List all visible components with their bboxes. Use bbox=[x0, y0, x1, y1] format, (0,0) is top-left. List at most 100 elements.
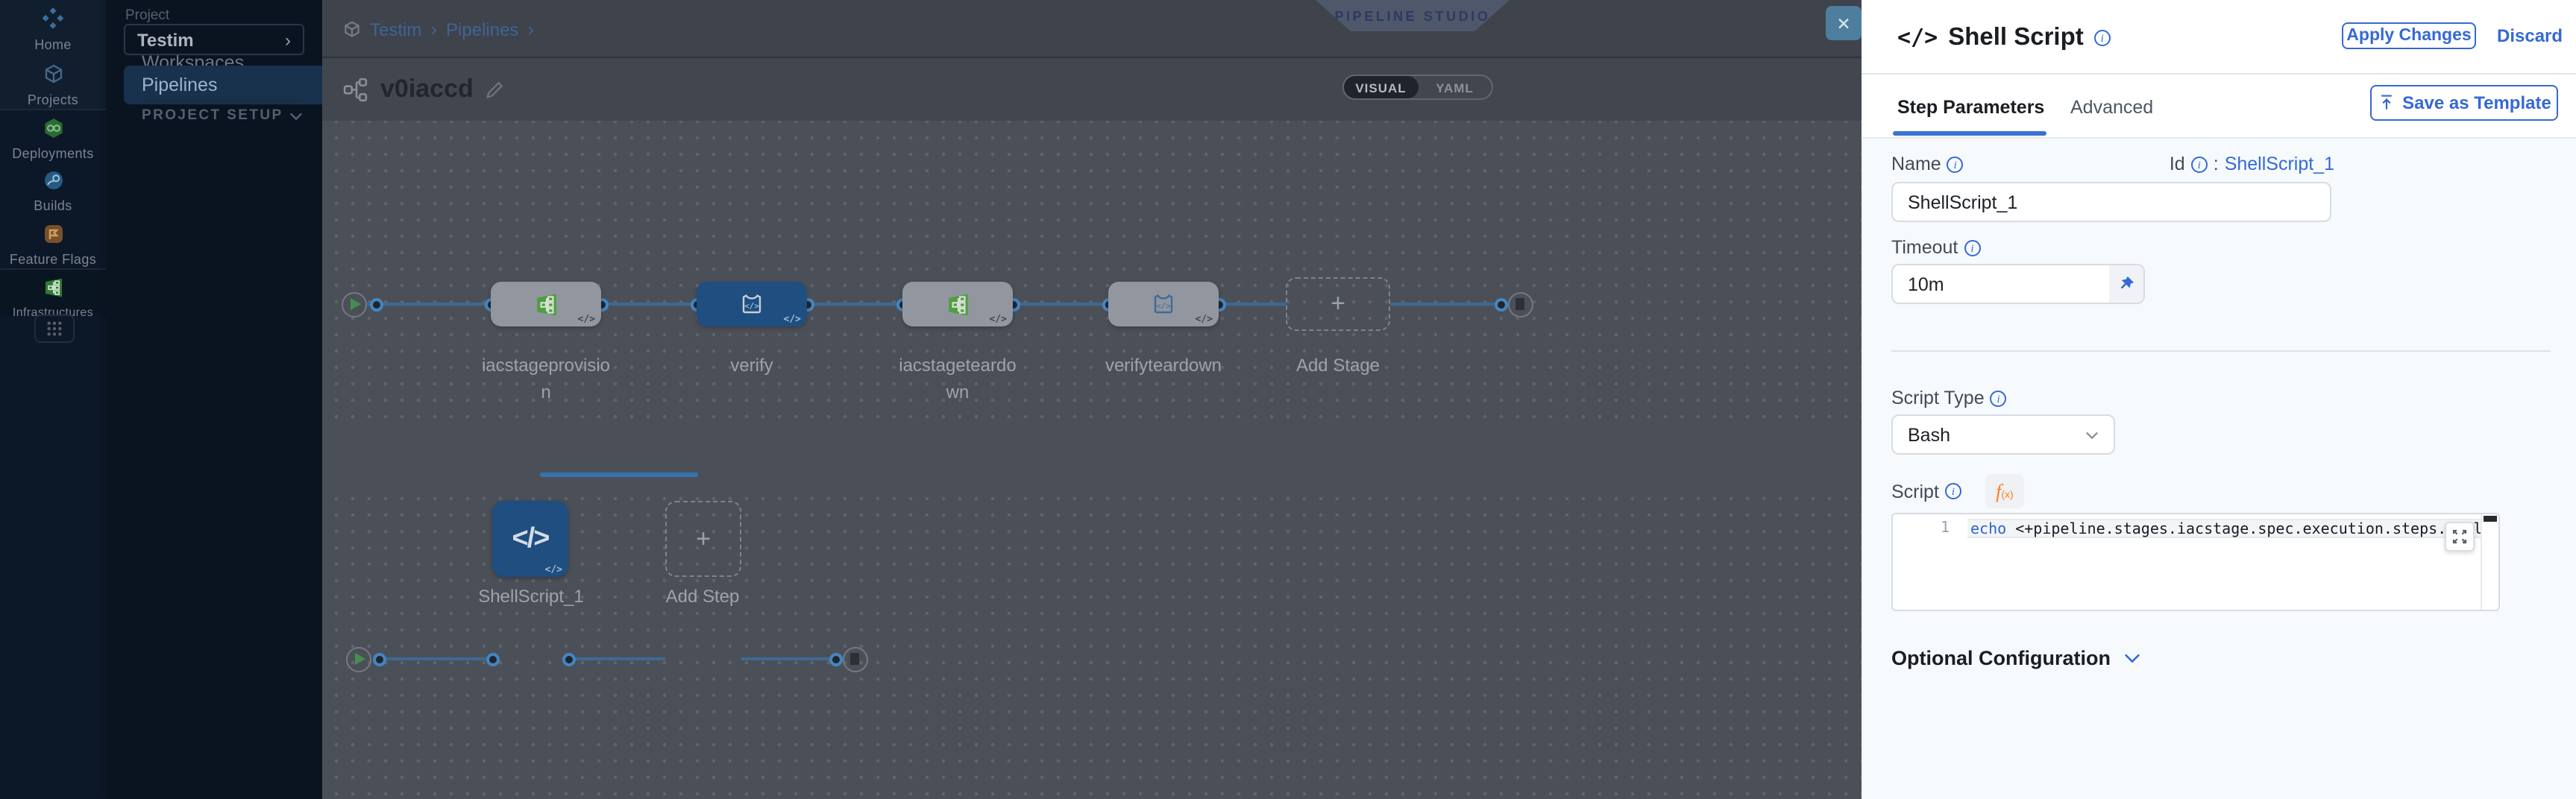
project-selector[interactable]: Testim › bbox=[124, 24, 304, 55]
stage-label: iacstageteardo wn bbox=[899, 355, 1017, 402]
shell-script-icon: </> bbox=[1897, 24, 1938, 51]
script-type-select[interactable]: Bash bbox=[1891, 414, 2115, 455]
close-panel-button[interactable]: ✕ bbox=[1826, 6, 1862, 40]
code-badge: </> bbox=[577, 313, 596, 325]
toggle-visual[interactable]: VISUAL bbox=[1344, 76, 1418, 98]
code-badge: </> bbox=[989, 313, 1008, 325]
link-point bbox=[1494, 297, 1507, 311]
toggle-yaml[interactable]: YAML bbox=[1436, 80, 1474, 95]
sidebar-item-feature-flags[interactable]: Feature Flags bbox=[0, 224, 106, 267]
label-text: Script Type bbox=[1891, 388, 1985, 408]
connector-line bbox=[1219, 302, 1286, 306]
code-badge: </> bbox=[544, 563, 563, 575]
chevron-down-icon bbox=[289, 112, 303, 120]
id-value-link[interactable]: ShellScript_1 bbox=[2224, 154, 2334, 174]
visual-yaml-toggle[interactable]: VISUAL YAML bbox=[1342, 75, 1493, 100]
plus-icon: + bbox=[696, 524, 711, 552]
id-separator: : bbox=[2213, 154, 2219, 174]
stage-tab-strip: ✓ Overview › ✓ Execution › Advanced bbox=[322, 420, 1862, 492]
apply-changes-button[interactable]: Apply Changes bbox=[2342, 22, 2476, 49]
info-icon[interactable]: i bbox=[1947, 156, 1964, 172]
stage-node-iacstageteardown[interactable]: </> bbox=[902, 282, 1013, 326]
play-icon bbox=[350, 298, 360, 310]
sidebar-item-label: Pipelines bbox=[142, 75, 218, 95]
breadcrumb-project-link[interactable]: Testim bbox=[370, 19, 422, 40]
info-icon[interactable]: i bbox=[2190, 156, 2208, 172]
sidebar-item-deployments[interactable]: Deployments bbox=[0, 118, 106, 161]
script-field-label-row: Script i f (x) bbox=[1891, 474, 2024, 508]
tab-step-parameters[interactable]: Step Parameters bbox=[1897, 97, 2045, 118]
breadcrumb: Testim › Pipelines › bbox=[343, 0, 534, 58]
add-step-button[interactable]: + bbox=[665, 501, 741, 577]
timeout-pin-button[interactable] bbox=[2109, 264, 2145, 304]
id-label: Id bbox=[2169, 154, 2185, 174]
save-as-template-label: Save as Template bbox=[2402, 92, 2551, 113]
info-icon[interactable]: i bbox=[2093, 29, 2111, 45]
info-icon[interactable]: i bbox=[1990, 390, 2007, 406]
code-text: <+pipeline.stages.iacstage.spec.executio… bbox=[2006, 521, 2483, 537]
expression-fx-button[interactable]: f (x) bbox=[1985, 474, 2024, 508]
feature-flags-icon bbox=[44, 225, 62, 243]
divider bbox=[0, 268, 106, 270]
info-icon[interactable]: i bbox=[1944, 483, 1961, 499]
current-line-highlight bbox=[1967, 519, 2482, 538]
custom-stage-icon: </> bbox=[742, 294, 761, 314]
divider bbox=[142, 100, 303, 101]
pipeline-start-node bbox=[341, 291, 366, 317]
sidebar-item-label: Projects bbox=[27, 92, 79, 107]
apps-grid-button[interactable] bbox=[34, 315, 75, 343]
scrollbar-thumb[interactable] bbox=[2484, 516, 2497, 522]
info-icon[interactable]: i bbox=[1964, 239, 1981, 256]
sidebar-item-builds[interactable]: Builds bbox=[0, 170, 106, 213]
chevron-right-icon: › bbox=[527, 18, 535, 40]
name-field-label: Name i bbox=[1891, 154, 1964, 174]
pipeline-graph-icon bbox=[343, 77, 368, 101]
pipeline-studio-badge: PIPELINE STUDIO bbox=[1316, 0, 1510, 31]
optional-configuration-toggle[interactable]: Optional Configuration bbox=[1891, 647, 2140, 669]
connector-line bbox=[1390, 302, 1510, 306]
sidebar-item-projects[interactable]: Projects bbox=[0, 64, 106, 107]
connector-line bbox=[601, 302, 697, 306]
project-setup-toggle[interactable]: PROJECT SETUP bbox=[142, 107, 303, 124]
chevron-down-icon bbox=[2124, 654, 2140, 663]
script-code-editor[interactable]: 1 echo <+pipeline.stages.iacstage.spec.e… bbox=[1891, 513, 2500, 611]
infrastructure-stage-icon bbox=[536, 293, 556, 315]
stop-icon bbox=[1515, 298, 1525, 310]
step-config-panel: </> Shell Script i Apply Changes Discard… bbox=[1862, 0, 2576, 799]
stage-node-iacstageprovision[interactable]: </> bbox=[491, 282, 601, 326]
scrollbar-track bbox=[2481, 514, 2482, 610]
name-input[interactable] bbox=[1891, 182, 2331, 222]
timeout-field-label: Timeout i bbox=[1891, 237, 1981, 258]
nav-rail: Home Projects Deployments Builds bbox=[0, 0, 106, 799]
breadcrumb-bar bbox=[322, 0, 1862, 58]
infrastructures-icon bbox=[45, 278, 61, 297]
active-tab-underline bbox=[540, 473, 698, 477]
tab-advanced[interactable]: Advanced bbox=[2070, 97, 2154, 118]
edit-pencil-icon[interactable] bbox=[486, 80, 505, 99]
discard-button[interactable]: Discard bbox=[2497, 25, 2563, 46]
code-badge: </> bbox=[1195, 313, 1213, 325]
connector-line bbox=[741, 657, 843, 661]
panel-content: Name i Id i : ShellScript_1 Timeout i bbox=[1862, 139, 2576, 799]
sidebar-item-home[interactable]: Home bbox=[0, 7, 106, 52]
timeout-input[interactable] bbox=[1891, 264, 2111, 304]
add-step-label: Add Step bbox=[665, 586, 740, 607]
save-as-template-button[interactable]: Save as Template bbox=[2370, 85, 2558, 121]
divider bbox=[1891, 350, 2551, 352]
sidebar-item-pipelines[interactable]: Pipelines bbox=[124, 66, 322, 104]
stage-label: verify bbox=[730, 355, 773, 376]
breadcrumb-pipelines-link[interactable]: Pipelines bbox=[446, 19, 519, 40]
project-setup-label: PROJECT SETUP bbox=[142, 107, 283, 124]
expand-editor-button[interactable] bbox=[2445, 522, 2475, 552]
pipeline-studio-main: Testim › Pipelines › PIPELINE STUDIO v0i… bbox=[322, 0, 1862, 799]
stage-node-verifyteardown[interactable]: </> </> bbox=[1108, 282, 1219, 326]
sidebar-item-infrastructures[interactable]: Infrastructures bbox=[0, 277, 106, 319]
connector-line bbox=[807, 302, 902, 306]
link-point bbox=[562, 652, 575, 666]
code-keyword: echo bbox=[1970, 521, 2007, 537]
upload-icon bbox=[2381, 95, 2392, 110]
add-stage-button[interactable]: + bbox=[1286, 277, 1390, 331]
step-node-shellscript-1[interactable]: </> </> bbox=[492, 501, 568, 577]
stage-node-verify[interactable]: </> </> bbox=[697, 282, 807, 326]
